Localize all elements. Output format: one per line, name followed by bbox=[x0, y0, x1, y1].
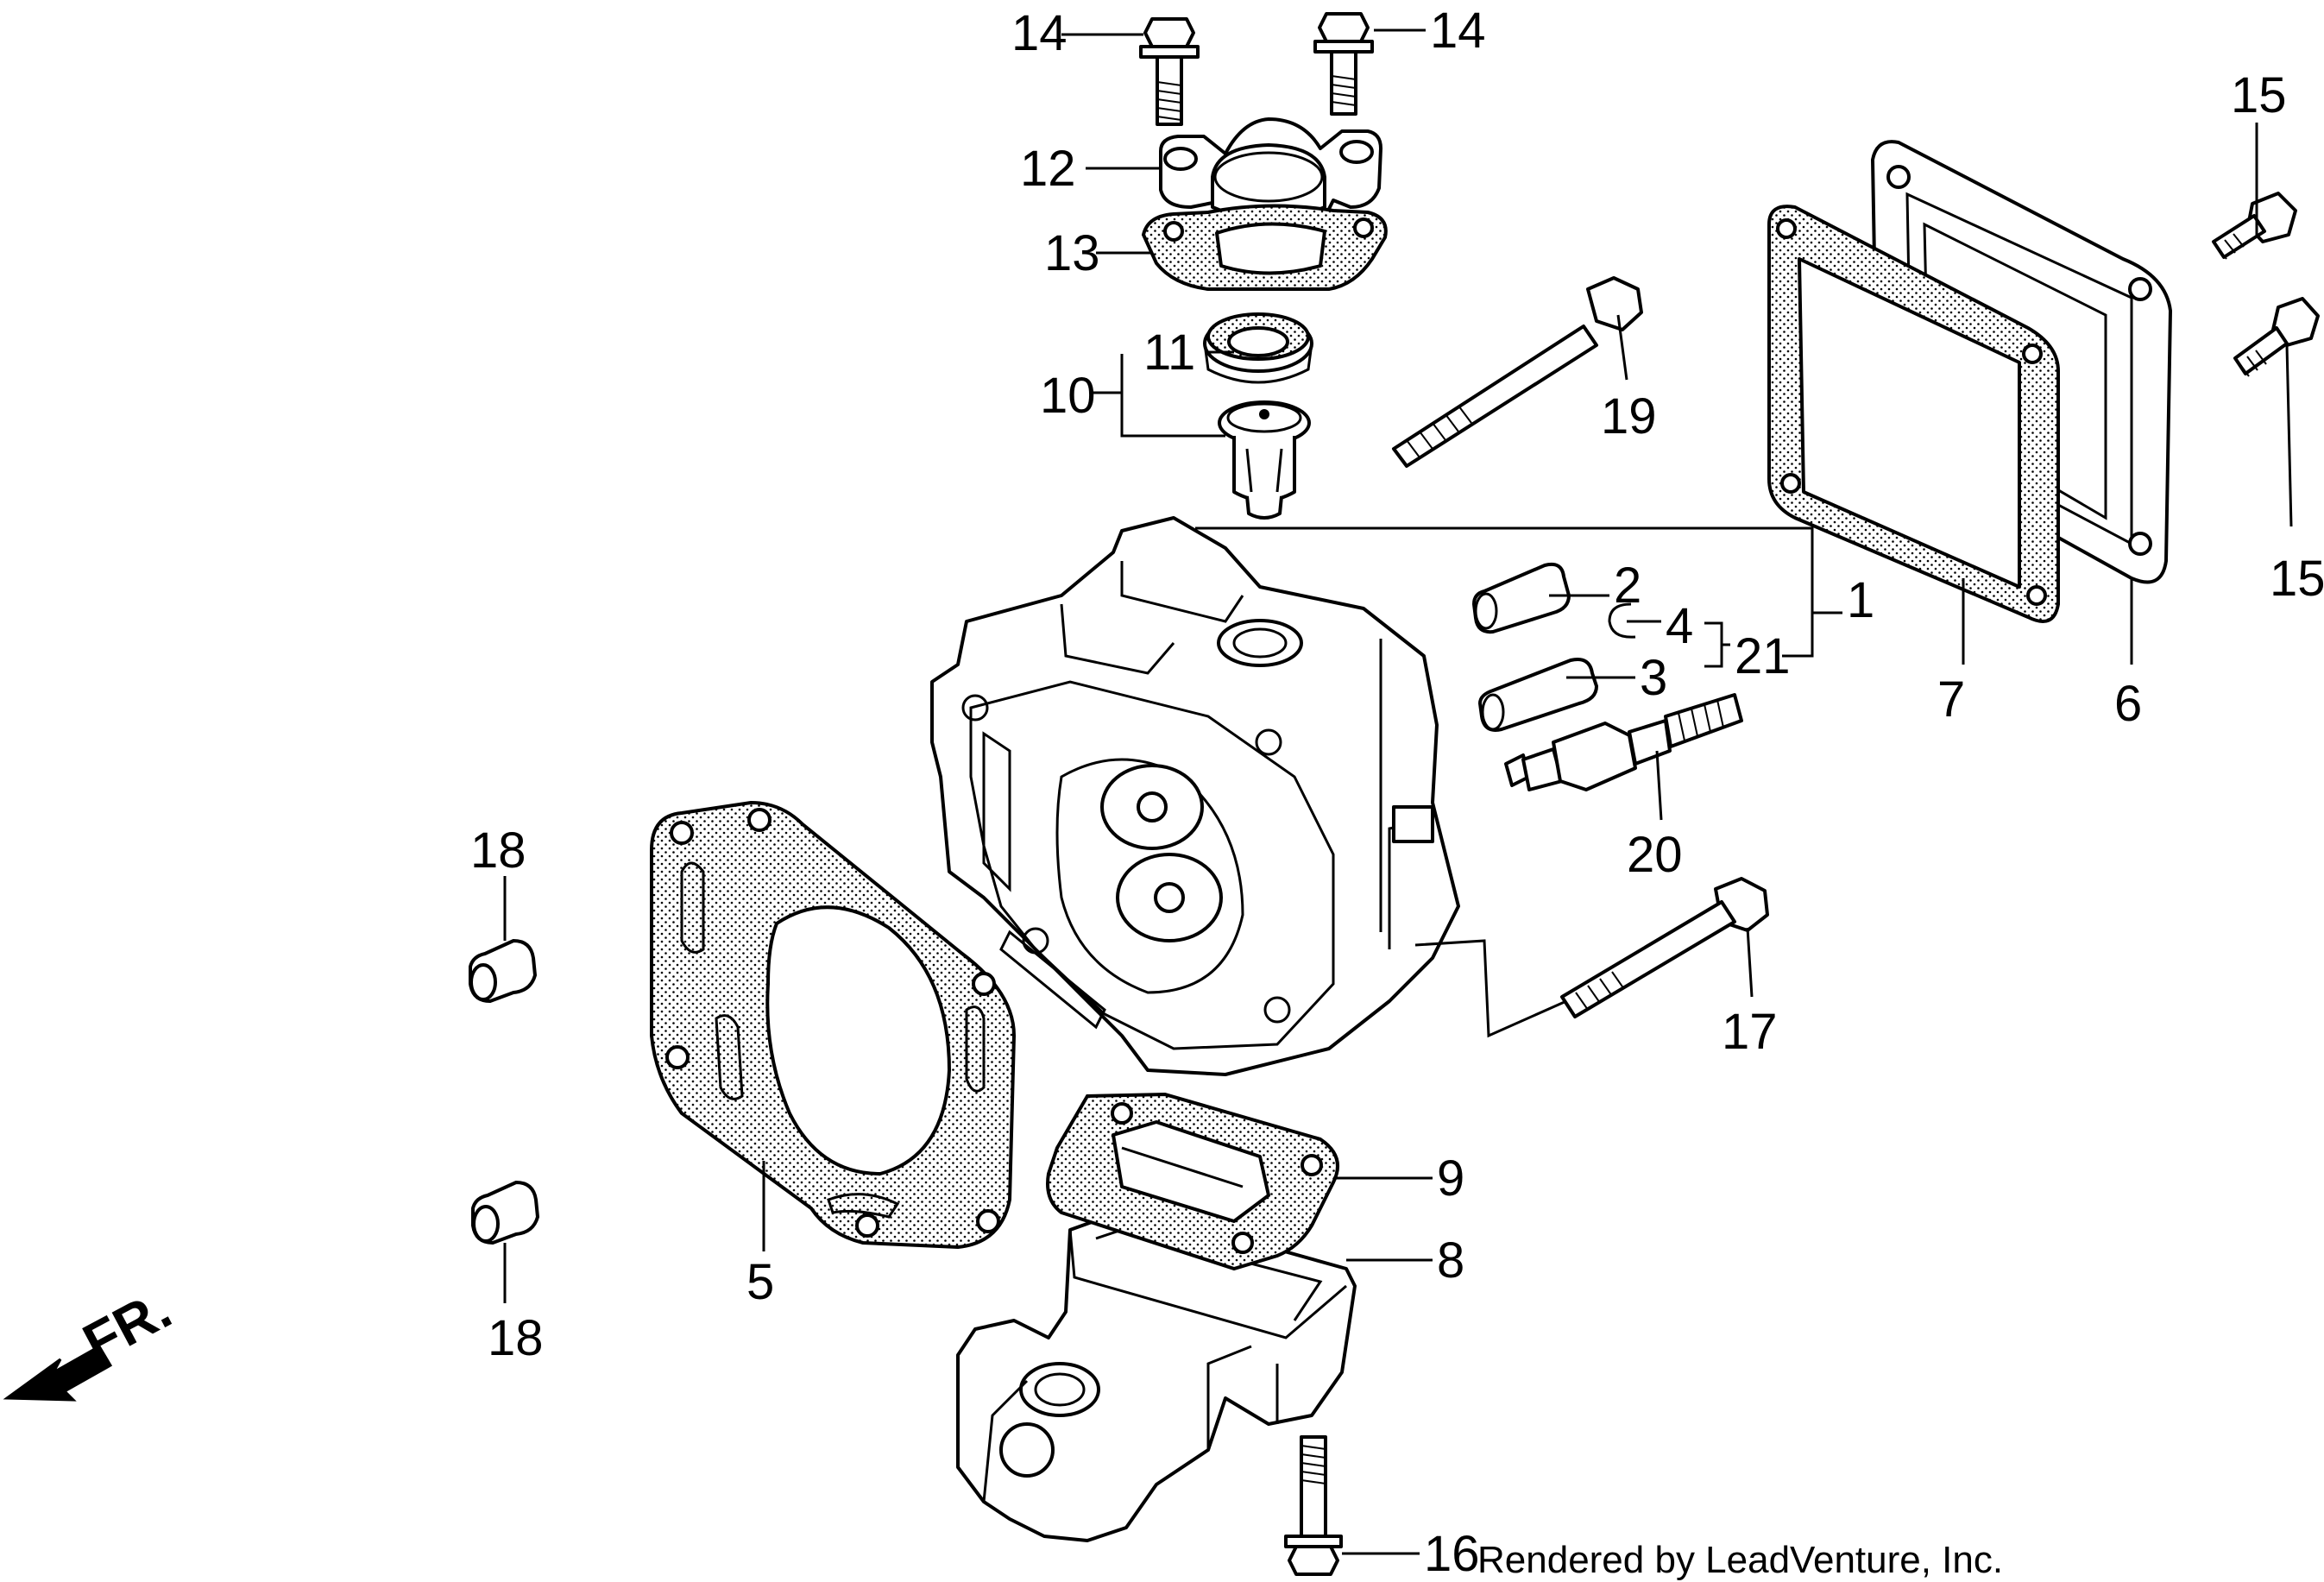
stud-17 bbox=[1560, 877, 1769, 1018]
credit-text: Rendered by LeadVenture, Inc. bbox=[1477, 1539, 2003, 1581]
callout-20: 20 bbox=[1627, 827, 1683, 883]
valve-guide-2 bbox=[1472, 562, 1571, 634]
callout-12: 12 bbox=[1020, 141, 1076, 197]
callout-19: 19 bbox=[1601, 388, 1657, 444]
callout-1: 1 bbox=[1847, 572, 1874, 628]
callout-13: 13 bbox=[1044, 225, 1100, 281]
seal-11 bbox=[1203, 312, 1313, 384]
bolt-14-left bbox=[1139, 17, 1200, 126]
valve-clip-4 bbox=[1608, 602, 1636, 639]
front-direction-arrow: FR. bbox=[3, 1277, 181, 1402]
manifold-8 bbox=[956, 1207, 1357, 1542]
callout-15-bottom: 15 bbox=[2270, 551, 2324, 607]
callout-16: 16 bbox=[1424, 1526, 1480, 1582]
bolt-15-bottom bbox=[2233, 297, 2320, 377]
spark-plug-20 bbox=[1504, 693, 1743, 791]
callout-2: 2 bbox=[1614, 558, 1641, 614]
bolt-14-right bbox=[1313, 12, 1374, 116]
cylinder-head-1 bbox=[930, 516, 1460, 1076]
head-gasket-5 bbox=[650, 800, 1017, 1250]
valve-guide-3 bbox=[1478, 658, 1598, 732]
stud-19 bbox=[1392, 276, 1643, 468]
thermostat-10 bbox=[1218, 400, 1311, 520]
callout-6: 6 bbox=[2114, 676, 2142, 732]
gasket-13 bbox=[1141, 204, 1388, 291]
gasket-9 bbox=[1046, 1092, 1339, 1271]
callout-8: 8 bbox=[1437, 1232, 1464, 1289]
callout-7: 7 bbox=[1937, 671, 1965, 728]
bolt-16 bbox=[1284, 1435, 1343, 1576]
callout-9: 9 bbox=[1437, 1150, 1464, 1207]
dowel-18-top bbox=[469, 939, 537, 1003]
leader-lines bbox=[503, 28, 2293, 1555]
callout-14-left: 14 bbox=[1011, 5, 1068, 61]
callout-11: 11 bbox=[1143, 325, 1195, 381]
callout-5: 5 bbox=[746, 1254, 774, 1310]
callout-18-bottom: 18 bbox=[488, 1310, 544, 1366]
callout-10: 10 bbox=[1040, 368, 1096, 424]
callout-15-top: 15 bbox=[2231, 67, 2287, 123]
callout-18-top: 18 bbox=[470, 823, 526, 879]
callout-21: 21 bbox=[1735, 628, 1791, 684]
callout-17: 17 bbox=[1722, 1004, 1778, 1060]
bolt-15-top bbox=[2212, 192, 2297, 260]
callout-4: 4 bbox=[1666, 598, 1693, 654]
dowel-18-bottom bbox=[471, 1181, 539, 1245]
gasket-7 bbox=[1767, 205, 2060, 623]
callout-3: 3 bbox=[1640, 650, 1667, 706]
callout-14-right: 14 bbox=[1430, 3, 1486, 59]
